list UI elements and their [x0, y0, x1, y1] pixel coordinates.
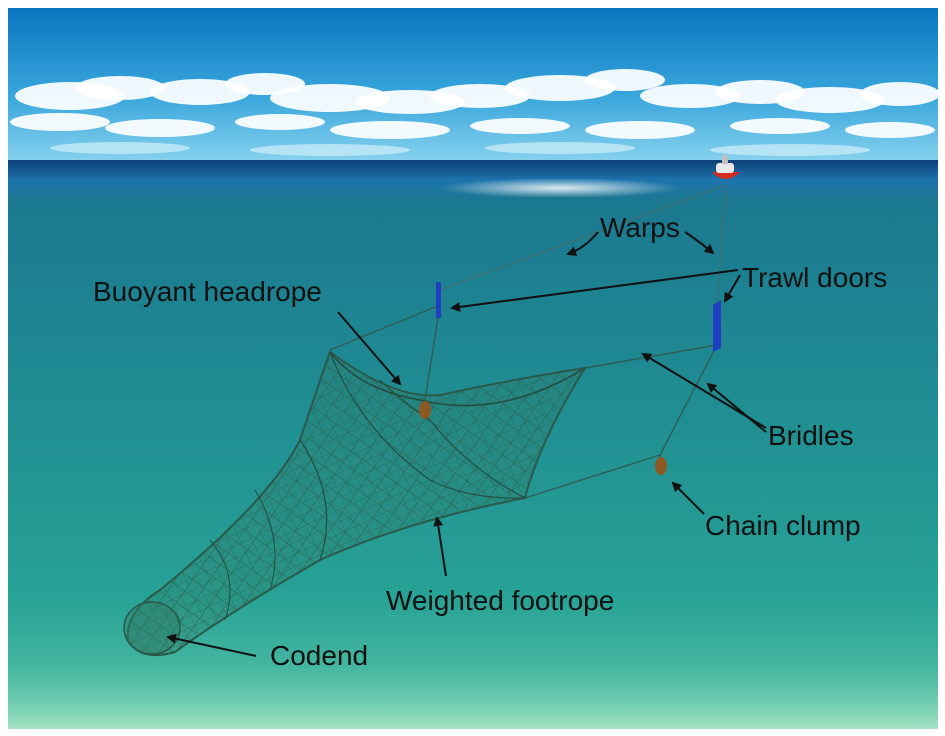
trawl-door-right — [713, 300, 721, 352]
label-codend: Codend — [270, 642, 368, 670]
seabed — [8, 660, 938, 729]
codend-bag — [124, 602, 180, 654]
label-trawl-doors: Trawl doors — [742, 264, 887, 292]
label-chain-clump: Chain clump — [705, 512, 861, 540]
label-warps: Warps — [600, 214, 680, 242]
chain-clump-weight — [655, 457, 667, 475]
label-buoyant-headrope: Buoyant headrope — [93, 278, 322, 306]
label-bridles: Bridles — [768, 422, 854, 450]
trawl-door-left — [436, 282, 441, 318]
headrope-float — [419, 401, 431, 419]
label-weighted-footrope: Weighted footrope — [386, 587, 614, 615]
sun-glare — [440, 178, 680, 198]
